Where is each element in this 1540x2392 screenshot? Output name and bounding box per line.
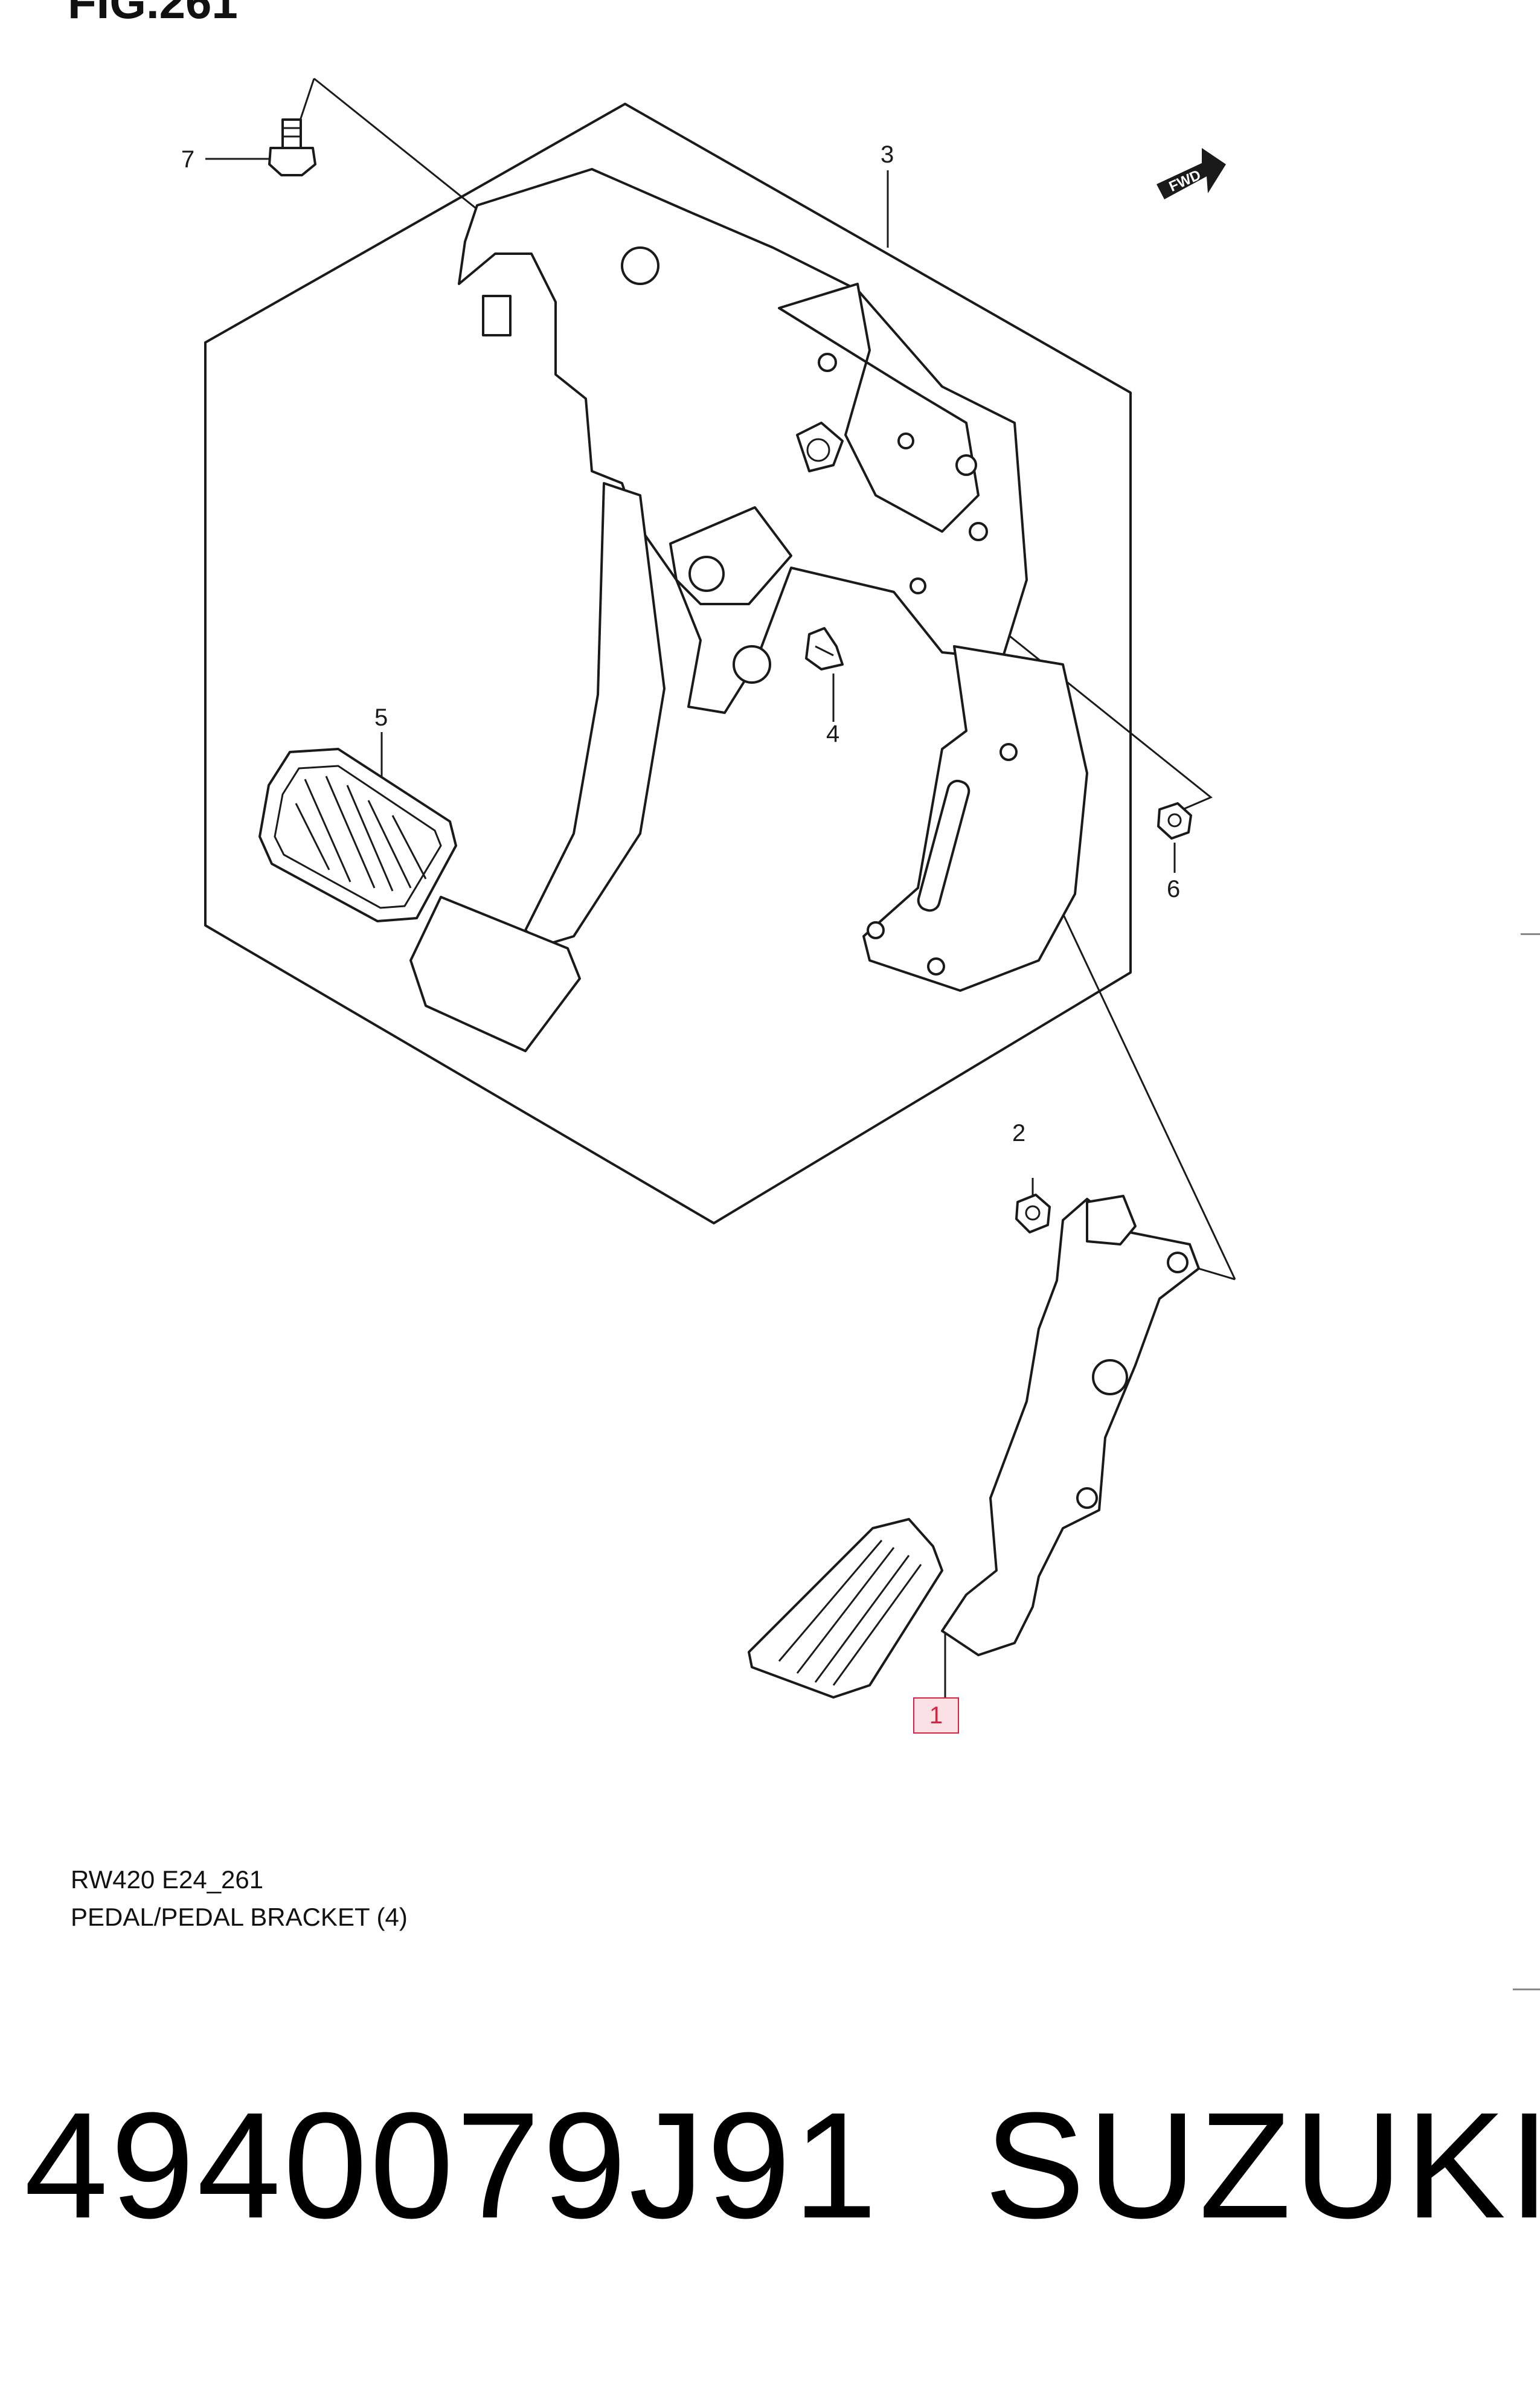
parts-diagram [204, 77, 1236, 1699]
callout-4[interactable]: 4 [826, 721, 840, 747]
clip-4 [805, 627, 844, 670]
callout-7[interactable]: 7 [181, 146, 195, 173]
figure-label: FIG.261 [68, 0, 238, 28]
part-number: 4940079J91 [24, 2081, 880, 2249]
accelerator-pedal-assembly [748, 1195, 1200, 1699]
diagram-code: RW420 E24_261 [71, 1865, 264, 1894]
nut-2 [1015, 1194, 1051, 1233]
pedal-bracket-assembly [409, 168, 1088, 1052]
edge-tick [1513, 1989, 1540, 1990]
callout-6[interactable]: 6 [1167, 876, 1181, 902]
pedal-pad-5 [258, 748, 457, 922]
diagram-title: PEDAL/PEDAL BRACKET (4) [71, 1903, 408, 1931]
brand-name: SUZUKI [984, 2081, 1540, 2249]
edge-tick [1521, 933, 1540, 935]
callout-2[interactable]: 2 [1012, 1120, 1026, 1146]
callout-5[interactable]: 5 [374, 704, 388, 731]
nut-6 [1157, 802, 1192, 840]
diagram-panel: FIG.261 [68, 0, 1540, 1990]
bolt-7 [268, 118, 316, 176]
callout-1-highlighted[interactable]: 1 [913, 1697, 959, 1734]
assembly-outline [204, 103, 1132, 1224]
forward-arrow-icon [1157, 148, 1226, 199]
product-info-band [0, 1993, 1540, 2392]
callout-3[interactable]: 3 [881, 141, 894, 168]
